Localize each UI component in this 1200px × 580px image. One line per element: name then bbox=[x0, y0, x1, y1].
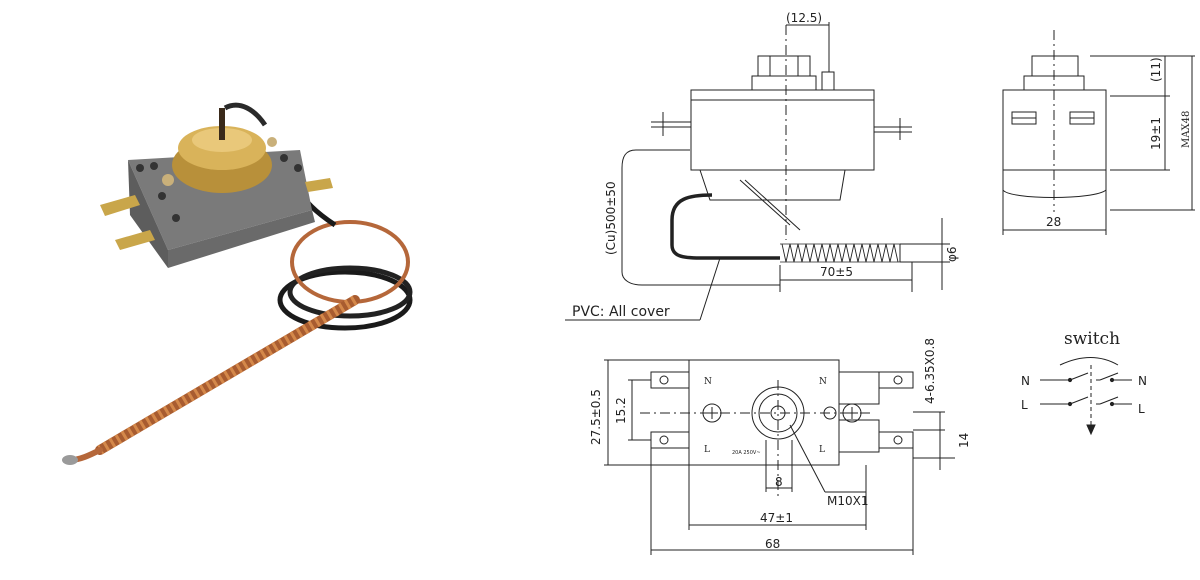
dim-28: 28 bbox=[1046, 215, 1061, 229]
terminal-tab bbox=[100, 195, 140, 216]
dim-cu500: (Cu)500±50 bbox=[604, 181, 618, 255]
dim-47: 47±1 bbox=[760, 511, 793, 525]
switch-l-right: L bbox=[1138, 402, 1145, 416]
end-view bbox=[1002, 30, 1195, 235]
terminal-tab bbox=[115, 230, 155, 250]
mark-l-right: L bbox=[819, 445, 825, 455]
dim-70: 70±5 bbox=[820, 265, 853, 279]
product-photo bbox=[62, 102, 413, 465]
mark-n-left: N bbox=[704, 377, 712, 387]
dim-8: 8 bbox=[775, 475, 783, 489]
pvc-note: PVC: All cover bbox=[572, 304, 670, 320]
bulb-tip bbox=[62, 455, 78, 465]
dim-terminals: 4-6.35X0.8 bbox=[923, 338, 937, 404]
dim-max48: MAX48 bbox=[1181, 111, 1192, 148]
side-body-outline bbox=[690, 89, 875, 171]
dim-27-5: 27.5±0.5 bbox=[589, 389, 603, 445]
nut-outline bbox=[757, 55, 811, 77]
dim-14: 14 bbox=[957, 433, 971, 448]
switch-n-left: N bbox=[1021, 374, 1030, 388]
dim-phi6: φ6 bbox=[945, 246, 959, 262]
cable-loop bbox=[287, 265, 413, 319]
side-view bbox=[565, 22, 950, 321]
switch-n-right: N bbox=[1138, 374, 1147, 388]
dim-m10: M10X1 bbox=[827, 494, 868, 508]
shaft bbox=[219, 108, 225, 140]
rating-mark: 20A 250V~ bbox=[732, 450, 761, 456]
dim-15-2: 15.2 bbox=[614, 397, 628, 424]
terminal-tab bbox=[305, 178, 333, 192]
mark-l-left: L bbox=[704, 445, 710, 455]
side-spring-coils bbox=[781, 243, 899, 263]
cable-loop bbox=[277, 269, 413, 331]
dim-11: (11) bbox=[1149, 57, 1163, 82]
capillary-loop bbox=[290, 220, 410, 304]
switch-arc bbox=[1059, 357, 1119, 366]
switch-schematic bbox=[1040, 357, 1132, 436]
switch-l-left: L bbox=[1021, 398, 1028, 412]
switch-title: switch bbox=[1064, 329, 1120, 349]
dim-68: 68 bbox=[765, 537, 780, 551]
dim-12-5: (12.5) bbox=[786, 11, 822, 25]
pvc-cable bbox=[670, 193, 780, 260]
spring-coils bbox=[97, 295, 358, 455]
dim-19: 19±1 bbox=[1149, 117, 1163, 150]
top-view bbox=[604, 359, 955, 555]
mark-n-right: N bbox=[819, 377, 827, 387]
